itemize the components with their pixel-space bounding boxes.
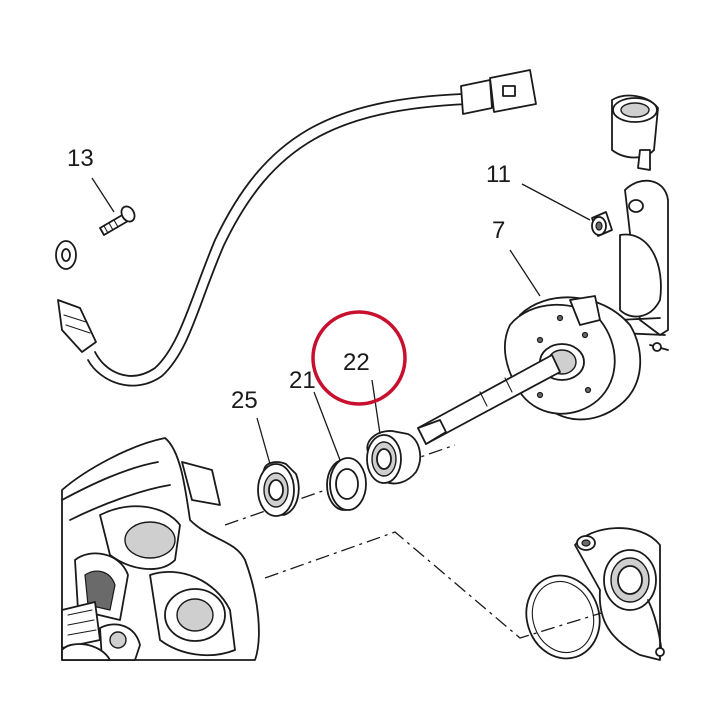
- part-11-sleeve: [521, 183, 613, 237]
- part-13-screw: [55, 177, 136, 270]
- label-part-25: 25: [231, 387, 258, 414]
- pump-housing: [611, 94, 669, 352]
- label-part-7: 7: [492, 217, 505, 244]
- part-22-bearing: [366, 379, 422, 485]
- label-part-21: 21: [289, 367, 316, 394]
- bottom-cover-oring: [525, 527, 665, 661]
- label-part-13: 13: [67, 145, 94, 172]
- part-7-impeller-shaft: [417, 249, 642, 445]
- part-21-ring: [313, 391, 367, 511]
- part-25-oil-seal: [256, 417, 300, 517]
- label-part-11: 11: [486, 161, 511, 188]
- highlight-circle: [311, 310, 407, 406]
- sensor-cable: [57, 69, 537, 387]
- label-part-22: 22: [343, 349, 370, 376]
- crankcase-left: [61, 437, 260, 661]
